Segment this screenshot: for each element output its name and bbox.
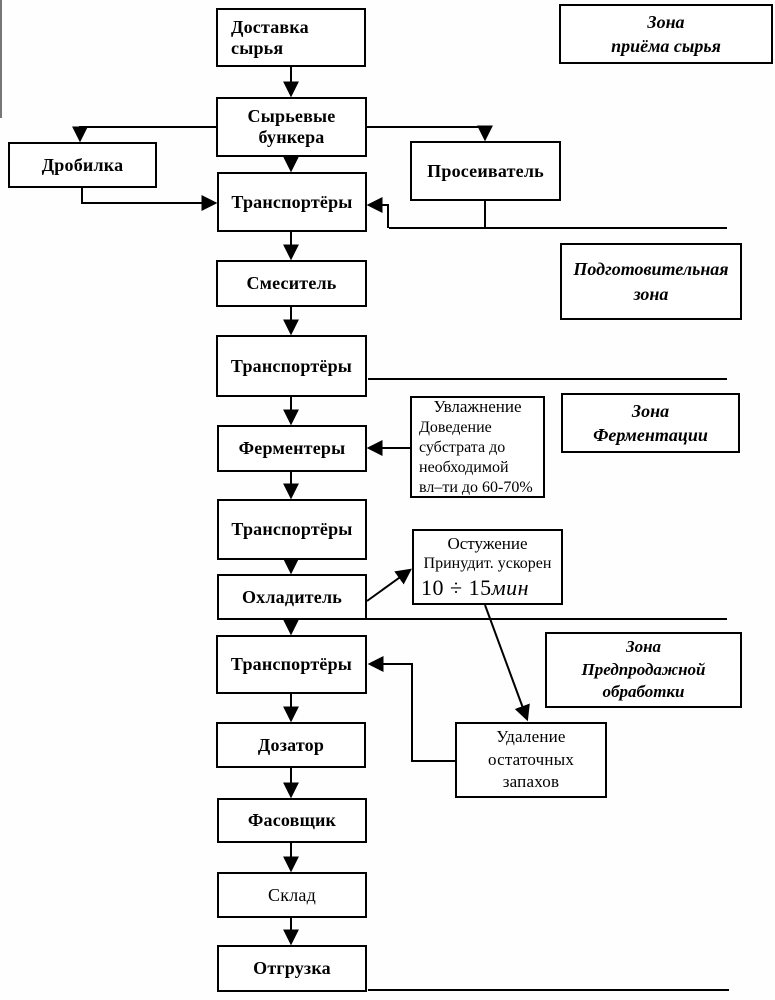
arrow-sifter-to-conveyors1 bbox=[366, 197, 389, 228]
node-cooler: Охладитель bbox=[217, 574, 367, 620]
zone-label-reception: Зона приёма сырья bbox=[559, 4, 773, 64]
node-conveyors-4: Транспортёры bbox=[216, 635, 367, 694]
arrow-odor-removal-to-conveyors4 bbox=[367, 656, 455, 762]
note-cooling-title: Остужение bbox=[447, 533, 528, 553]
node-fermenters: Ферментеры bbox=[217, 425, 367, 472]
node-mixer: Смеситель bbox=[216, 260, 367, 307]
note-cooling-duration: 10 ÷ 15мин bbox=[414, 574, 561, 602]
note-cooling-duration-value: 10 ÷ 15 bbox=[421, 574, 492, 600]
node-conveyors-1: Транспортёры bbox=[217, 172, 367, 232]
node-doser: Дозатор bbox=[216, 722, 366, 768]
note-humidify-title: Увлажнение bbox=[433, 397, 522, 417]
note-humidify-body: Доведение субстрата до необходимой вл–ти… bbox=[419, 418, 533, 496]
scan-edge-artifact bbox=[0, 0, 2, 118]
node-crusher: Дробилка bbox=[8, 142, 157, 188]
node-conveyors-2: Транспортёры bbox=[216, 335, 367, 397]
arrow-cooler-to-cooling-note bbox=[366, 568, 412, 602]
zone-label-presale: Зона Предпродажной обработки bbox=[545, 632, 742, 708]
note-cooling-duration-unit: мин bbox=[491, 574, 530, 600]
node-sifter: Просеиватель bbox=[410, 141, 561, 201]
zone-label-fermentation: Зона Ферментации bbox=[561, 393, 740, 453]
note-humidify: Увлажнение Доведение субстрата до необхо… bbox=[410, 396, 545, 498]
node-conveyors-3: Транспортёры bbox=[217, 499, 367, 560]
node-warehouse: Склад bbox=[217, 872, 367, 918]
node-bunkers: Сырьевые бункера bbox=[216, 97, 367, 157]
node-shipment: Отгрузка bbox=[217, 945, 367, 992]
zone-label-preparation: Подготовительная зона bbox=[560, 243, 742, 320]
node-odor-removal: Удаление остаточных запахов bbox=[455, 722, 607, 798]
node-packer: Фасовщик bbox=[217, 798, 367, 843]
note-cooling-mode: Принудит. ускорен bbox=[423, 554, 552, 572]
arrow-cooling-note-to-odor-removal bbox=[484, 604, 530, 722]
note-cooling: Остужение Принудит. ускорен 10 ÷ 15мин bbox=[412, 529, 563, 605]
arrow-bunkers-to-sifter bbox=[367, 125, 493, 142]
arrow-crusher-to-conveyors1 bbox=[81, 188, 218, 211]
node-delivery: Доставка сырья bbox=[216, 8, 366, 67]
arrow-bunkers-to-crusher bbox=[72, 126, 216, 143]
